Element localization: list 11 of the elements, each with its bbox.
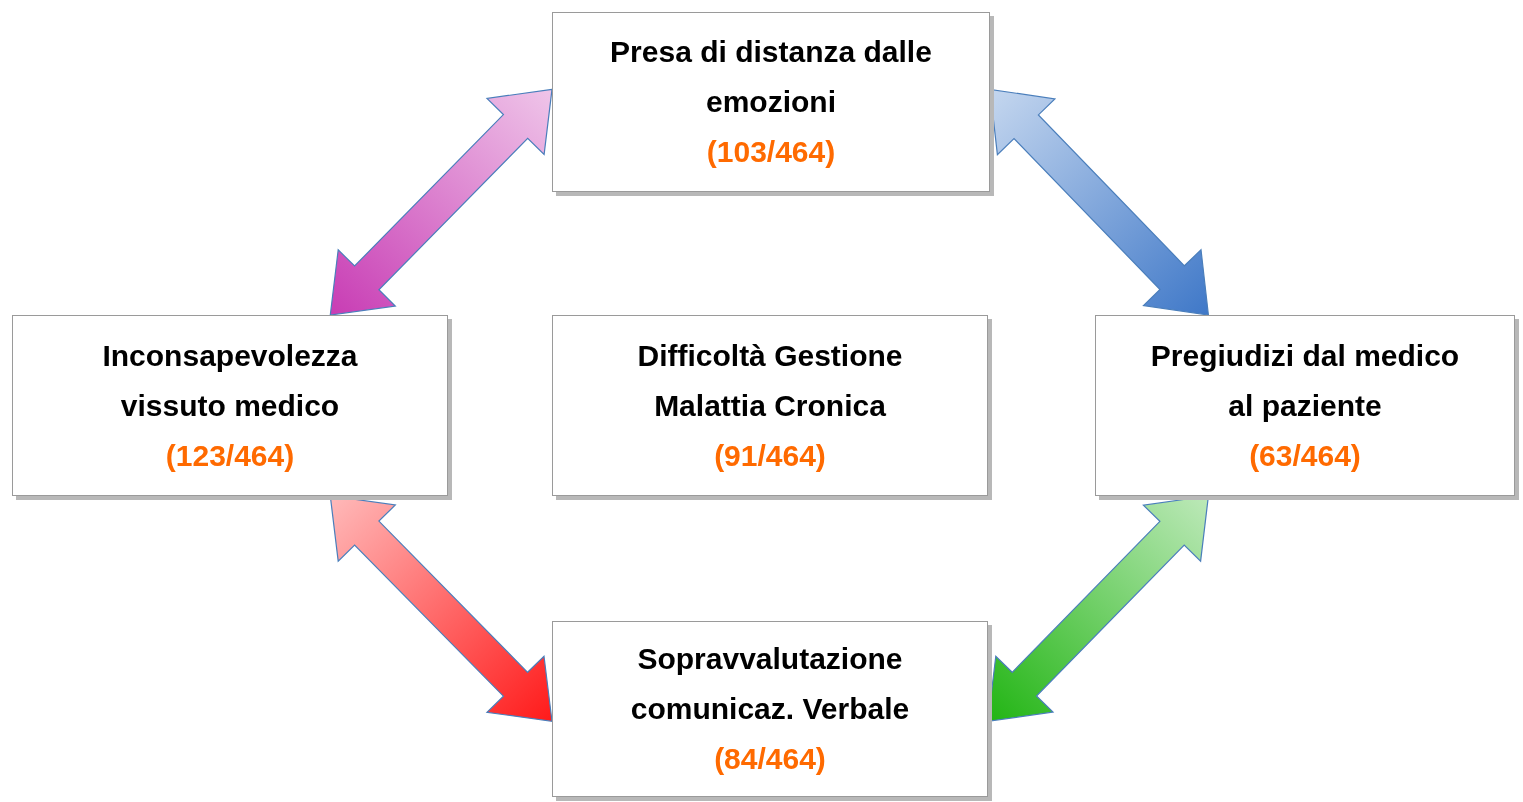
count-label: (84/464) bbox=[714, 741, 826, 777]
node-title: Pregiudizi dal medico al paziente bbox=[1149, 337, 1461, 424]
node-title: Sopravvalutazione comunicaz. Verbale bbox=[629, 641, 911, 727]
count-label: (103/464) bbox=[706, 134, 836, 170]
node-title: Presa di distanza dalle emozioni bbox=[609, 34, 933, 120]
count-label: (91/464) bbox=[714, 437, 826, 474]
double-arrow bbox=[329, 88, 553, 316]
node-title: Difficoltà Gestione Malattia Cronica bbox=[636, 337, 904, 424]
node-title: Inconsapevolezza vissuto medico bbox=[101, 337, 359, 424]
count-label: (63/464) bbox=[1249, 437, 1361, 474]
count-label: (123/464) bbox=[165, 437, 295, 474]
